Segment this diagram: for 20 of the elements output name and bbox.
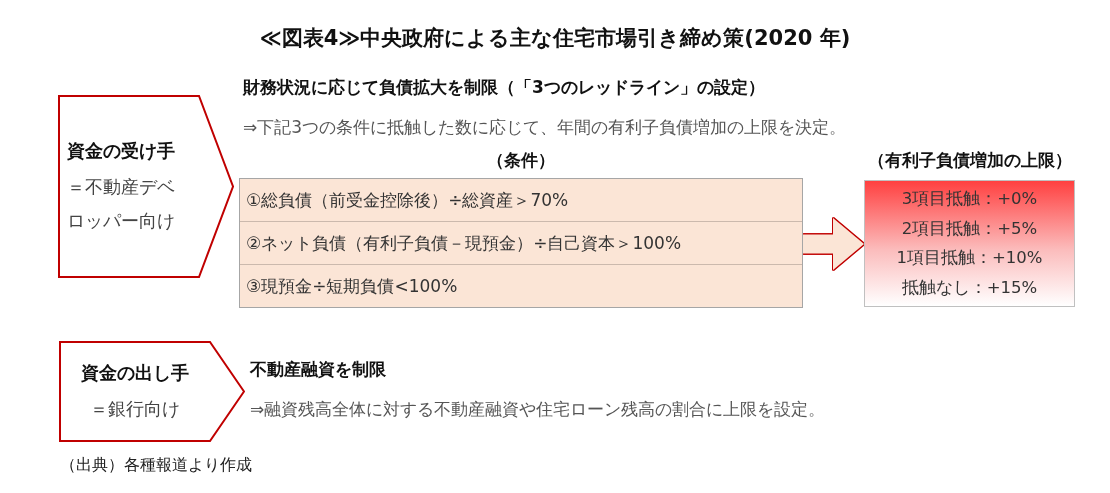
title: ≪図表4≫中央政府による主な住宅市場引き締め策(2020 年): [259, 25, 851, 52]
limit-text: 抵触なし：+15%: [901, 276, 1038, 299]
description-heading: 財務状況に応じて負債拡大を制限（「3つのレッドライン」の設定）: [243, 76, 765, 99]
description-text: ⇒融資残高全体に対する不動産融資や住宅ローン残高の割合に上限を設定。: [250, 398, 826, 421]
condition-text: ①総負債（前受金控除後）÷総資産＞70%: [246, 188, 569, 212]
source-note: （出典）各種報道より作成: [60, 455, 252, 476]
description-text: ⇒下記3つの条件に抵触した数に応じて、年間の有利子負債増加の上限を決定。: [243, 116, 847, 139]
heading-text: 資金の出し手: [80, 360, 189, 385]
table-heading: （条件）: [487, 150, 555, 172]
description-heading: 不動産融資を制限: [250, 358, 386, 381]
condition-text: ②ネット負債（有利子負債－現預金）÷自己資本＞100%: [246, 231, 682, 255]
limit-text: 2項目抵触：+5%: [901, 217, 1038, 240]
condition-text: ③現預金÷短期負債<100%: [246, 274, 458, 298]
panel-heading: （有利子負債増加の上限）: [867, 150, 1072, 172]
body-text: ＝不動産デベロッパー向け: [67, 174, 176, 233]
heading-text: 資金の受け手: [67, 138, 175, 163]
limit-text: 1項目抵触：+10%: [896, 247, 1043, 270]
body-text: ＝銀行向け: [89, 396, 180, 421]
limit-text: 3項目抵触：+0%: [901, 188, 1038, 211]
block-arrow: [803, 218, 864, 270]
